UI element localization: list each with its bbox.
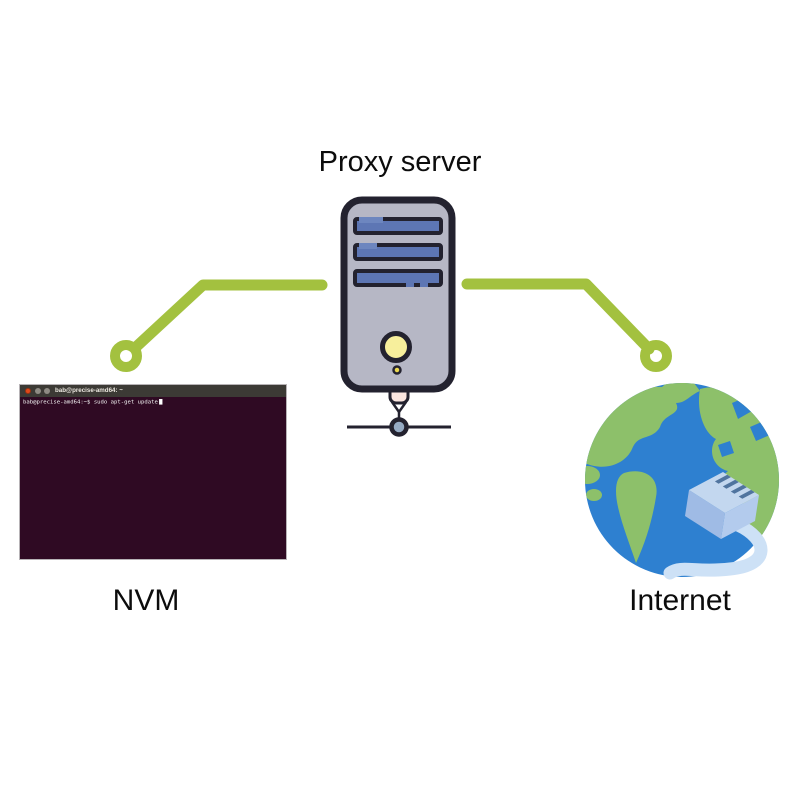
power-led-icon	[392, 365, 402, 375]
globe-continents	[585, 383, 779, 563]
maximize-button[interactable]	[44, 388, 50, 394]
power-button-icon	[380, 331, 412, 363]
plug-pins	[714, 474, 755, 499]
network-node-icon	[389, 417, 409, 437]
connector-line-right	[461, 278, 672, 372]
proxy-server-label: Proxy server	[318, 146, 482, 178]
ethernet-plug-icon	[685, 472, 759, 539]
connector-ring-right	[640, 340, 672, 372]
close-button[interactable]	[25, 388, 31, 394]
connector-ring-left	[110, 340, 142, 372]
terminal-cursor	[158, 399, 163, 405]
terminal-command-line[interactable]: bab@precise-amd64:~$ sudo apt-get update	[23, 399, 163, 406]
connector-line-left	[110, 279, 328, 372]
server-tower-icon	[340, 196, 456, 437]
minimize-button[interactable]	[35, 388, 41, 394]
nvm-label: NVM	[112, 584, 180, 617]
terminal-prompt: bab@precise-amd64:~$	[23, 399, 91, 406]
terminal-window[interactable]: bab@precise-amd64: ~ bab@precise-amd64:~…	[19, 384, 287, 560]
terminal-window-title: bab@precise-amd64: ~	[55, 387, 123, 395]
terminal-titlebar[interactable]: bab@precise-amd64: ~	[20, 385, 286, 397]
terminal-command: sudo apt-get update	[93, 399, 158, 406]
server-drive-slots	[353, 217, 443, 287]
internet-globe-icon	[585, 383, 779, 580]
internet-label: Internet	[629, 584, 731, 617]
ethernet-cable-icon	[663, 518, 768, 580]
